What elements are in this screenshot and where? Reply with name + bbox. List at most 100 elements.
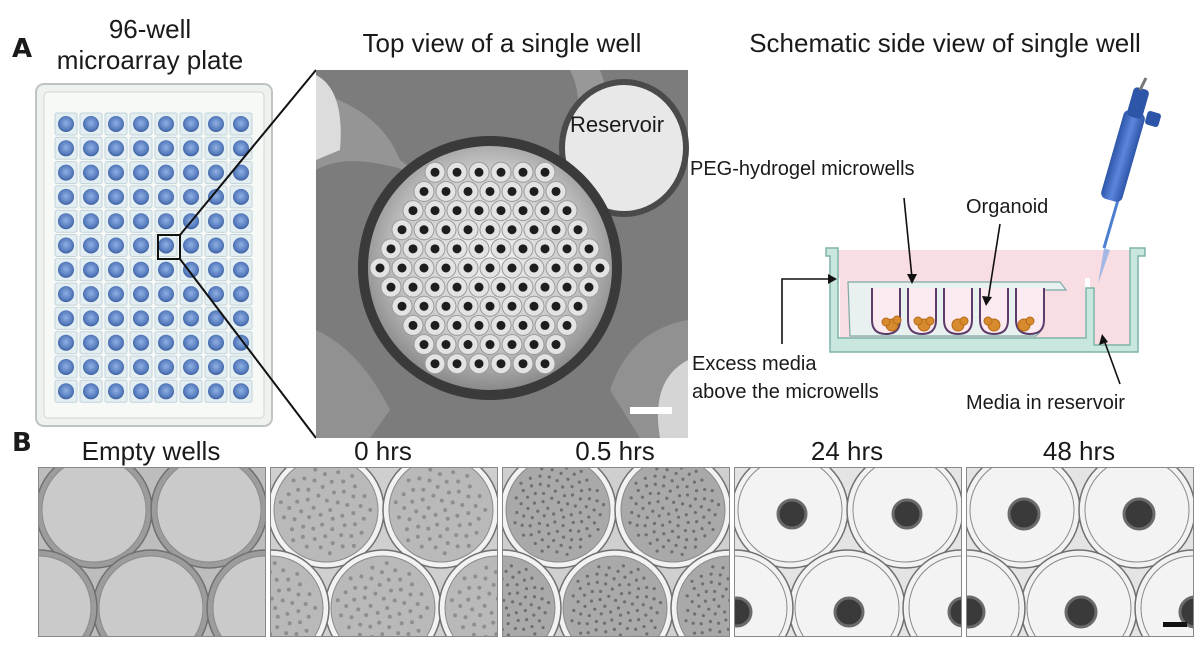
cell-speck — [421, 487, 426, 492]
cell-speck — [572, 472, 576, 476]
cell-speck — [609, 610, 613, 614]
cell-speck — [537, 619, 542, 623]
panel-b-letter: B — [12, 428, 32, 458]
cell-speck — [627, 591, 632, 595]
cell-speck — [685, 493, 690, 497]
cell-speck — [460, 503, 465, 508]
cell-speck — [397, 515, 402, 520]
cell-speck — [645, 585, 649, 590]
cell-speck — [463, 615, 468, 620]
cell-speck — [723, 610, 727, 614]
plate-well — [83, 237, 99, 254]
cell-speck — [305, 497, 310, 502]
cell-speck — [681, 477, 685, 481]
cell-speck — [644, 484, 649, 488]
cell-speck — [555, 479, 559, 483]
cell-speck — [330, 516, 335, 521]
microwell-organoid — [397, 225, 407, 235]
cell-speck — [522, 514, 526, 518]
microwell-floor — [794, 555, 900, 636]
cell-speck — [536, 509, 540, 513]
cell-speck — [426, 505, 431, 510]
plate-well — [83, 213, 99, 230]
microwell-organoid — [551, 225, 561, 235]
cell-speck — [612, 577, 616, 581]
cell-speck — [285, 611, 290, 616]
cell-speck — [552, 512, 556, 516]
plate-well — [183, 310, 199, 327]
plate-well — [133, 116, 149, 132]
cell-speck — [592, 508, 596, 512]
cell-speck — [404, 527, 409, 532]
cell-speck — [716, 503, 721, 507]
plate-well — [108, 116, 124, 132]
plate-well — [108, 140, 124, 157]
plate-well — [58, 310, 74, 327]
cell-speck — [718, 630, 722, 634]
cell-speck — [598, 513, 602, 517]
cell-speck — [515, 636, 518, 637]
cell-speck — [709, 572, 713, 576]
cell-speck — [312, 537, 317, 542]
cell-speck — [559, 543, 563, 547]
microwell-organoid — [496, 244, 506, 254]
cell-speck — [692, 529, 696, 533]
cell-speck — [537, 530, 541, 534]
microwell-organoid — [463, 186, 473, 196]
cell-speck — [699, 505, 703, 509]
cell-speck — [352, 597, 357, 602]
cell-speck — [649, 619, 654, 623]
cell-speck — [667, 538, 671, 543]
plate-well — [183, 164, 199, 181]
cell-speck — [640, 495, 645, 499]
cell-speck — [276, 588, 281, 593]
cell-speck — [674, 543, 678, 547]
cell-speck — [649, 606, 653, 610]
cell-speck — [396, 631, 401, 636]
peg-hydrogel-label: PEG-hydrogel microwells — [690, 158, 915, 180]
cell-speck — [318, 545, 323, 550]
cell-speck — [524, 567, 528, 571]
cell-speck — [555, 529, 560, 534]
plate-well — [133, 261, 149, 278]
cell-speck — [604, 630, 608, 634]
microwell-organoid — [474, 244, 484, 254]
cell-speck — [466, 494, 471, 499]
cell-speck — [410, 499, 415, 504]
cell-speck — [559, 508, 564, 512]
cell-speck — [713, 589, 717, 594]
cell-speck — [528, 524, 532, 528]
cell-speck — [712, 636, 715, 637]
plate-well — [158, 383, 174, 400]
plate-well — [233, 213, 249, 230]
microwell-organoid — [507, 263, 517, 273]
cell-speck — [416, 628, 421, 633]
plate-well — [208, 286, 224, 303]
cell-speck — [431, 493, 436, 498]
plate-well — [233, 334, 249, 351]
timepoint-photo — [734, 467, 962, 637]
cell-speck — [407, 571, 412, 576]
cell-speck — [530, 515, 534, 520]
cell-speck — [680, 502, 685, 506]
cell-speck — [384, 561, 389, 566]
microwell-organoid — [463, 301, 473, 311]
microwell-organoid — [507, 301, 517, 311]
cell-speck — [634, 502, 638, 506]
microwell-organoid — [430, 206, 440, 216]
cell-speck — [415, 534, 420, 539]
cell-speck — [628, 521, 632, 525]
cell-speck — [470, 607, 475, 612]
cell-speck — [619, 592, 624, 596]
cell-speck — [344, 603, 349, 608]
plate-well — [183, 334, 199, 351]
cell-speck — [547, 475, 551, 479]
cell-speck — [596, 527, 600, 532]
cell-speck — [697, 604, 701, 608]
excess-media-label: Excess media above the microwells — [692, 350, 879, 406]
cell-speck — [350, 473, 355, 478]
plate-well — [133, 359, 149, 375]
cell-speck — [455, 544, 460, 549]
cell-speck — [532, 613, 536, 617]
cell-speck — [587, 497, 592, 501]
